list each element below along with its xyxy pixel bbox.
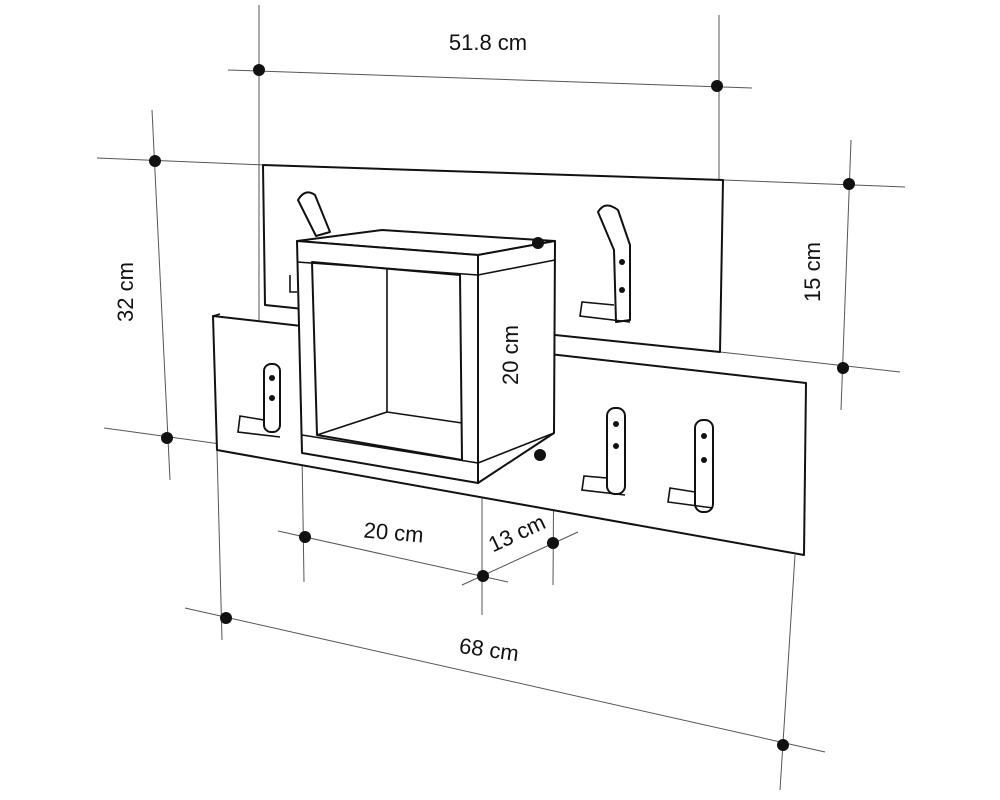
extension-line [779, 554, 796, 791]
shelf-width-line [277, 530, 509, 583]
hook-icon [297, 191, 331, 237]
board-edge [212, 313, 221, 317]
left-dimension-line [151, 109, 171, 481]
hook-icon [237, 363, 281, 438]
dimension-points [149, 64, 855, 751]
lower-board-width-label: 68 cm [458, 633, 521, 666]
cube-shelf [296, 229, 556, 484]
bottom-dimension-line [184, 607, 826, 753]
top-width-label: 51.8 cm [449, 30, 527, 55]
extension-line [301, 452, 305, 583]
extension-line [722, 179, 906, 188]
shelf-height-label: 20 cm [498, 325, 523, 385]
hook-icon [667, 419, 714, 513]
extension-line [216, 449, 223, 641]
hook-icon [289, 275, 297, 293]
hook-icon [581, 407, 626, 496]
hook-icon [579, 204, 631, 323]
extension-line [719, 351, 901, 373]
extension-line [96, 157, 266, 166]
shelf-width-label: 20 cm [363, 517, 425, 547]
total-height-label: 32 cm [113, 262, 138, 322]
upper-board-height-label: 15 cm [800, 242, 825, 302]
top-dimension-line [227, 69, 753, 89]
